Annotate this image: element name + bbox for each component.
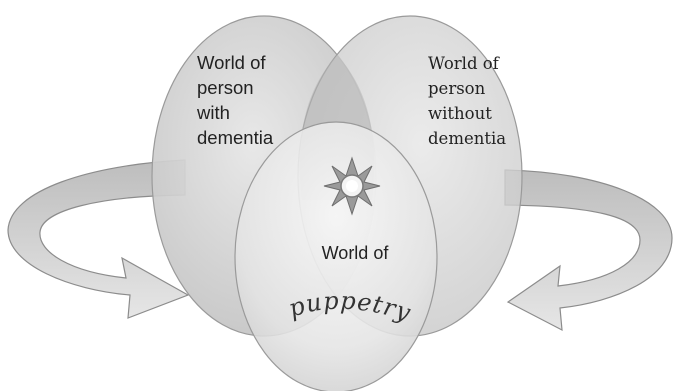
curved-arrow-right-icon (7, 159, 190, 319)
right-world-label: World of person without dementia (428, 54, 506, 148)
left-world-label: World of person with dementia (196, 52, 274, 148)
center-world-label: World of (322, 243, 390, 263)
ellipse-puppetry (234, 121, 438, 391)
curved-arrow-left-icon (504, 169, 673, 332)
star-sun-icon (323, 156, 381, 216)
